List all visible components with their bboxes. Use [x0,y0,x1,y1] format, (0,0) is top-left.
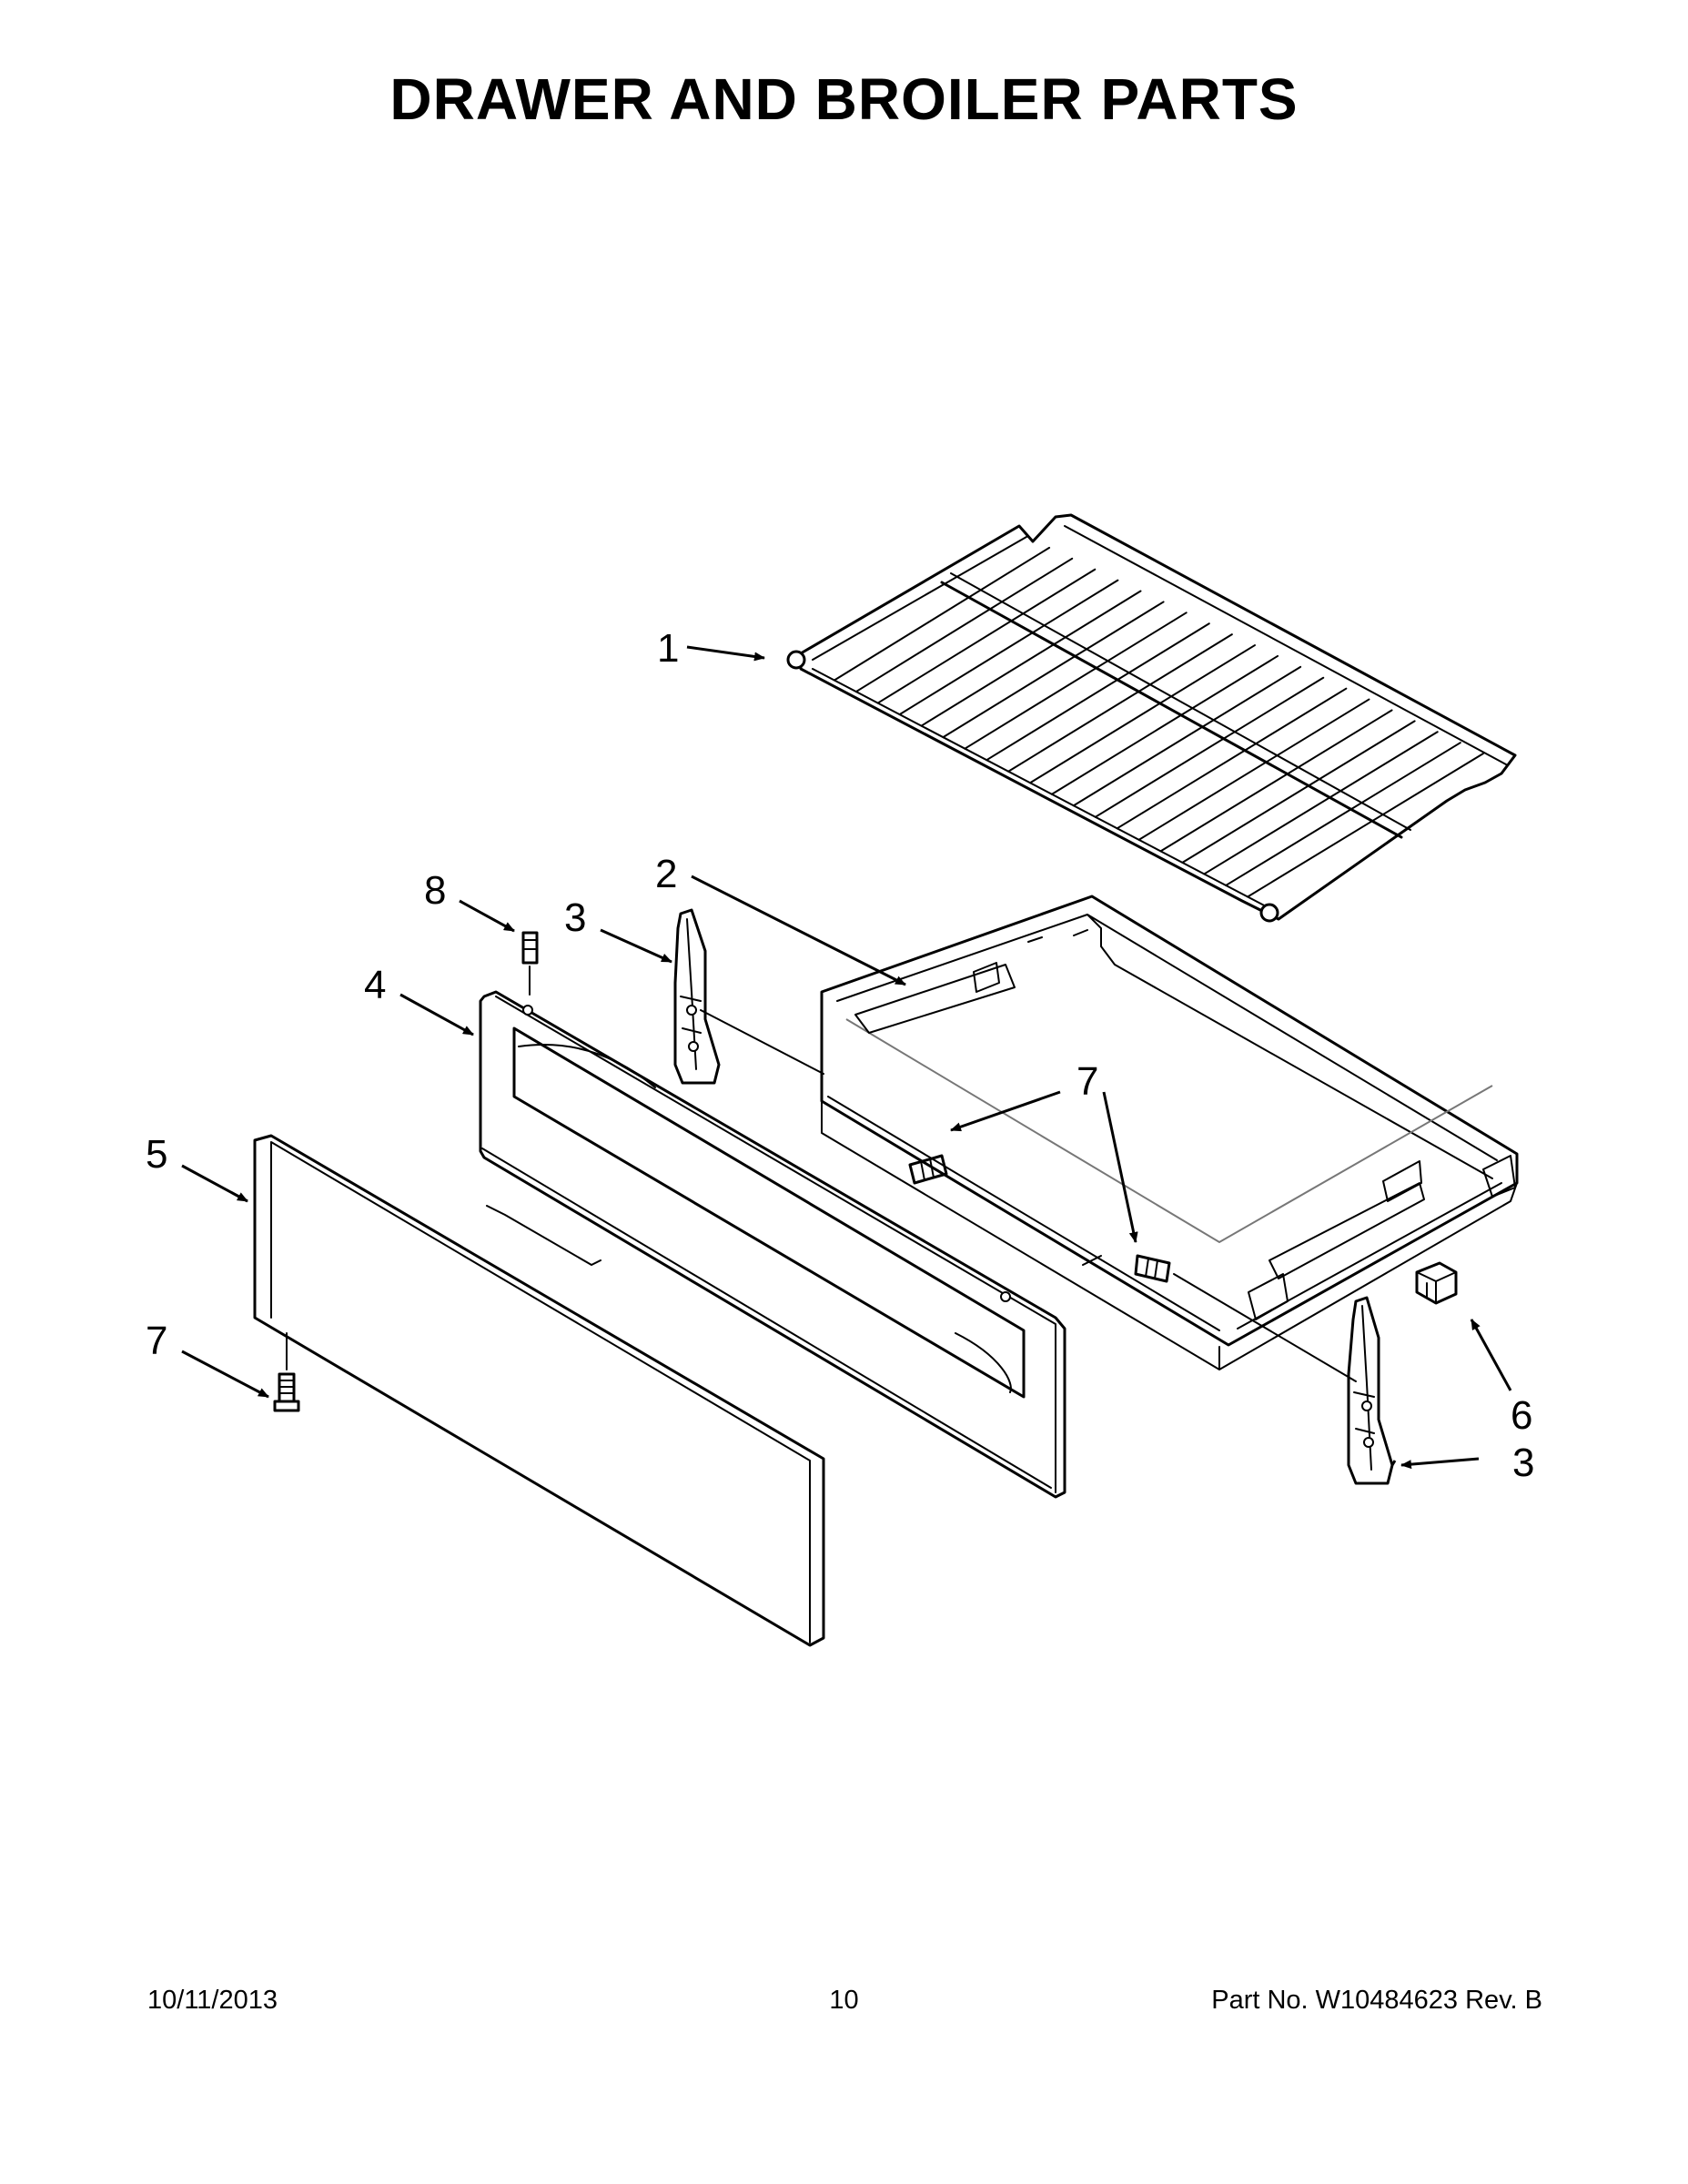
rack-bar [1072,665,1302,807]
assembly-lines [286,966,1357,1382]
rack-bar [1203,731,1439,875]
rack-bar [898,579,1119,716]
callout-1: 1 [657,626,679,671]
rack-bar [942,601,1165,739]
rack-bar [854,557,1074,693]
callout-5: 5 [146,1132,167,1177]
rack-bar [1050,654,1279,795]
callout-6: 6 [1511,1393,1532,1438]
drawer-inner-panel [479,990,1066,1499]
footer-part-number: Part No. W10484623 Rev. B [1211,1986,1542,2015]
callout-7-drawer: 7 [1076,1059,1098,1104]
rack-bar [920,590,1142,727]
rack-bar [964,612,1188,750]
screw-drawer-left [908,1154,948,1185]
rack-bar [1094,676,1325,818]
rack-bar [1225,742,1461,886]
callout-3-right: 3 [1512,1441,1534,1485]
drawer-bracket-right [1347,1296,1394,1485]
callout-3-left: 3 [564,895,586,940]
rack-bar [1181,720,1416,864]
callout-2: 2 [655,852,677,896]
screw-bottom-left [273,1372,300,1412]
callout-8: 8 [424,868,446,913]
rack-bar [1159,709,1393,853]
callout-4: 4 [364,963,386,1007]
rack-bar [986,622,1210,762]
footer-date: 10/11/2013 [147,1986,278,2015]
rack-bar [833,546,1051,682]
drawer-front-panel [253,1134,825,1647]
callout-arrows [181,645,1512,1470]
drawer-bracket-left [673,908,721,1085]
callout-7-bottom: 7 [146,1319,167,1363]
drawer-pin [521,931,539,965]
rack-bar [1007,633,1233,773]
footer-page-number: 10 [829,1986,859,2015]
broiler-rack [786,513,1517,923]
rack-bar [1247,753,1484,898]
rack-bar [1137,698,1370,841]
screw-drawer-center [1134,1254,1171,1283]
drawer-clip [1415,1261,1458,1305]
rack-bar [876,568,1097,704]
rack-bar [1116,687,1348,830]
rack-bar [1029,644,1256,784]
page-title: DRAWER AND BROILER PARTS [389,66,1299,132]
drawer-body [820,895,1519,1370]
